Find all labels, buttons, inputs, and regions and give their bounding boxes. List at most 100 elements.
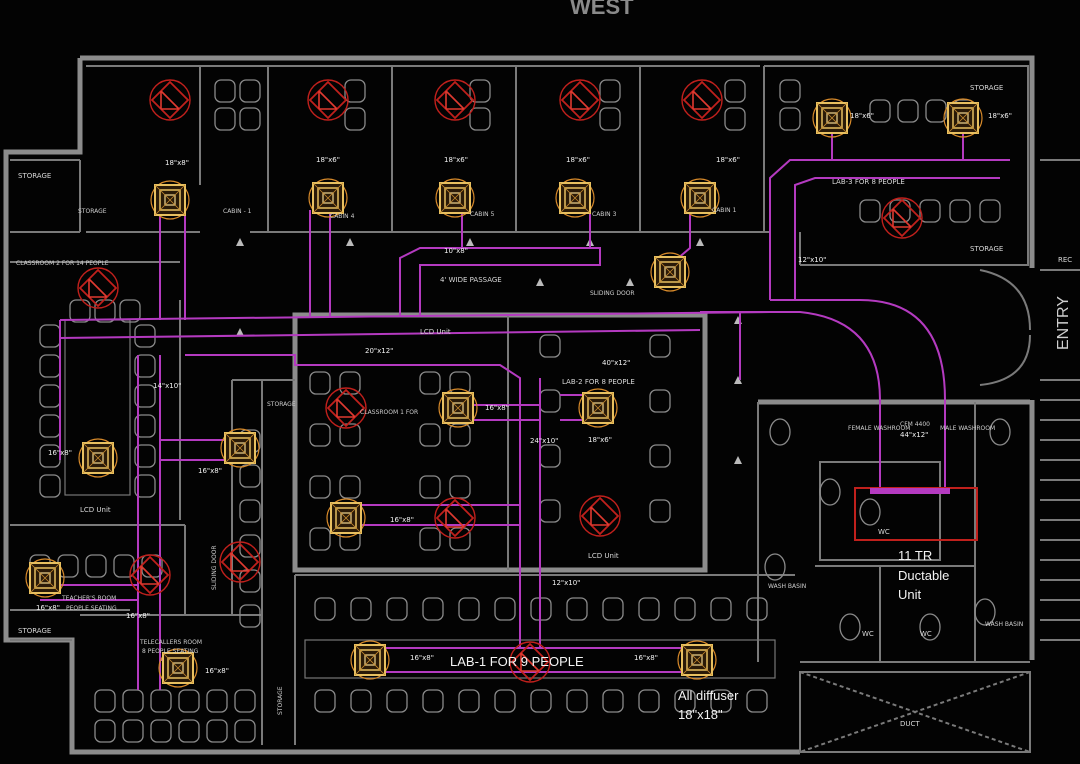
chair bbox=[94, 689, 116, 713]
supply-diffuser-icon bbox=[435, 178, 475, 218]
chair bbox=[350, 689, 372, 713]
return-diffuser-icon bbox=[434, 497, 476, 539]
room-label: STORAGE bbox=[78, 208, 107, 215]
duct-size: 16"x8" bbox=[48, 449, 72, 457]
chair bbox=[39, 324, 61, 348]
chair bbox=[649, 334, 671, 358]
room-label: SLIDING DOOR bbox=[590, 290, 635, 297]
return-diffuser-icon bbox=[509, 641, 551, 683]
chair bbox=[539, 389, 561, 413]
chair bbox=[638, 689, 660, 713]
duct-size: 18"x6" bbox=[588, 436, 612, 444]
duct-size: 18"x6" bbox=[716, 156, 740, 164]
room-label: CABIN - 1 bbox=[223, 208, 252, 215]
chair bbox=[710, 689, 732, 713]
supply-diffuser-icon bbox=[220, 428, 260, 468]
chair bbox=[449, 527, 471, 551]
supply-diffuser-icon bbox=[158, 648, 198, 688]
chair bbox=[134, 414, 156, 438]
chair bbox=[214, 107, 236, 131]
chair bbox=[566, 597, 588, 621]
room-label: CLASSROOM 1 FOR bbox=[360, 409, 418, 416]
orientation-west-label: WEST bbox=[570, 0, 634, 19]
room-label: LAB-2 FOR 8 PEOPLE bbox=[562, 378, 635, 386]
room-label: CABIN 1 bbox=[712, 207, 737, 214]
duct-size: 10"x8" bbox=[444, 247, 468, 255]
chair bbox=[638, 597, 660, 621]
chair bbox=[94, 719, 116, 743]
return-diffuser-icon bbox=[559, 79, 601, 121]
chair bbox=[386, 689, 408, 713]
chair bbox=[119, 299, 141, 323]
room-label: LCD Unit bbox=[80, 506, 111, 514]
room-label: FEMALE WASHROOM bbox=[848, 425, 910, 432]
duct-size: 18"x6" bbox=[850, 112, 874, 120]
supply-diffuser-icon bbox=[326, 498, 366, 538]
supply-diffuser-icon bbox=[555, 178, 595, 218]
return-diffuser-icon bbox=[77, 267, 119, 309]
chair bbox=[344, 79, 366, 103]
chair bbox=[39, 414, 61, 438]
duct-size: 18"x8" bbox=[165, 159, 189, 167]
room-label: STORAGE bbox=[970, 84, 1003, 92]
chair bbox=[234, 719, 256, 743]
unit-note-line2: Ductable bbox=[898, 568, 949, 583]
flow-arrow-icon bbox=[466, 238, 474, 246]
room-label: CABIN 3 bbox=[592, 211, 617, 218]
duct-size: 16"x8" bbox=[410, 654, 434, 662]
chair bbox=[134, 444, 156, 468]
chair bbox=[449, 475, 471, 499]
return-diffuser-icon bbox=[149, 79, 191, 121]
chair bbox=[919, 199, 941, 223]
chair bbox=[69, 299, 91, 323]
supply-diffuser-icon bbox=[680, 178, 720, 218]
chair bbox=[897, 99, 919, 123]
diffuser-note-line2: 18"x18" bbox=[678, 707, 723, 722]
room-label: CABIN 5 bbox=[470, 211, 495, 218]
flow-arrow-icon bbox=[236, 238, 244, 246]
chair bbox=[539, 334, 561, 358]
room-label: TEACHER'S ROOM bbox=[61, 595, 116, 602]
supply-diffuser-icon bbox=[308, 178, 348, 218]
chair bbox=[779, 79, 801, 103]
room-label: MALE WASHROOM bbox=[940, 425, 995, 432]
chair bbox=[309, 371, 331, 395]
return-diffuser-icon bbox=[129, 554, 171, 596]
unit-note-line3: Unit bbox=[898, 587, 922, 602]
chair bbox=[979, 199, 1001, 223]
duct-size: 12"x10" bbox=[552, 579, 580, 587]
chair bbox=[85, 554, 107, 578]
duct-size: 12"x10" bbox=[798, 256, 826, 264]
main-duct-size: 44"x12" bbox=[900, 431, 928, 439]
chair bbox=[779, 107, 801, 131]
chair bbox=[419, 475, 441, 499]
chair bbox=[239, 107, 261, 131]
chair bbox=[649, 389, 671, 413]
room-label: LCD Unit bbox=[588, 552, 619, 560]
chair bbox=[746, 597, 768, 621]
supply-diffuser-icon bbox=[812, 98, 852, 138]
return-diffuser-icon bbox=[325, 387, 367, 429]
sanitary-fixture bbox=[919, 613, 941, 641]
room-label: WC bbox=[920, 630, 932, 638]
notes: 11 TR Ductable Unit All diffuser 18"x18" bbox=[678, 548, 949, 722]
room-label: PEOPLE SEATING bbox=[66, 605, 117, 612]
return-diffuser-icon bbox=[307, 79, 349, 121]
supply-diffuser-icon bbox=[943, 98, 983, 138]
supply-diffuser-icon bbox=[350, 640, 390, 680]
diffusers bbox=[25, 79, 983, 688]
chair bbox=[239, 464, 261, 488]
duct-size: 18"x6" bbox=[566, 156, 590, 164]
sanitary-fixture bbox=[819, 478, 841, 506]
duct-size: 16"x8" bbox=[634, 654, 658, 662]
room-labels: STORAGE LAB-3 FOR 8 PEOPLE STORAGE STORA… bbox=[16, 84, 1072, 728]
chair bbox=[339, 475, 361, 499]
supply-diffuser-icon bbox=[650, 252, 690, 292]
return-diffuser-icon bbox=[579, 495, 621, 537]
return-diffuser-icon bbox=[681, 79, 723, 121]
chair bbox=[419, 371, 441, 395]
chair bbox=[494, 689, 516, 713]
chair bbox=[746, 689, 768, 713]
